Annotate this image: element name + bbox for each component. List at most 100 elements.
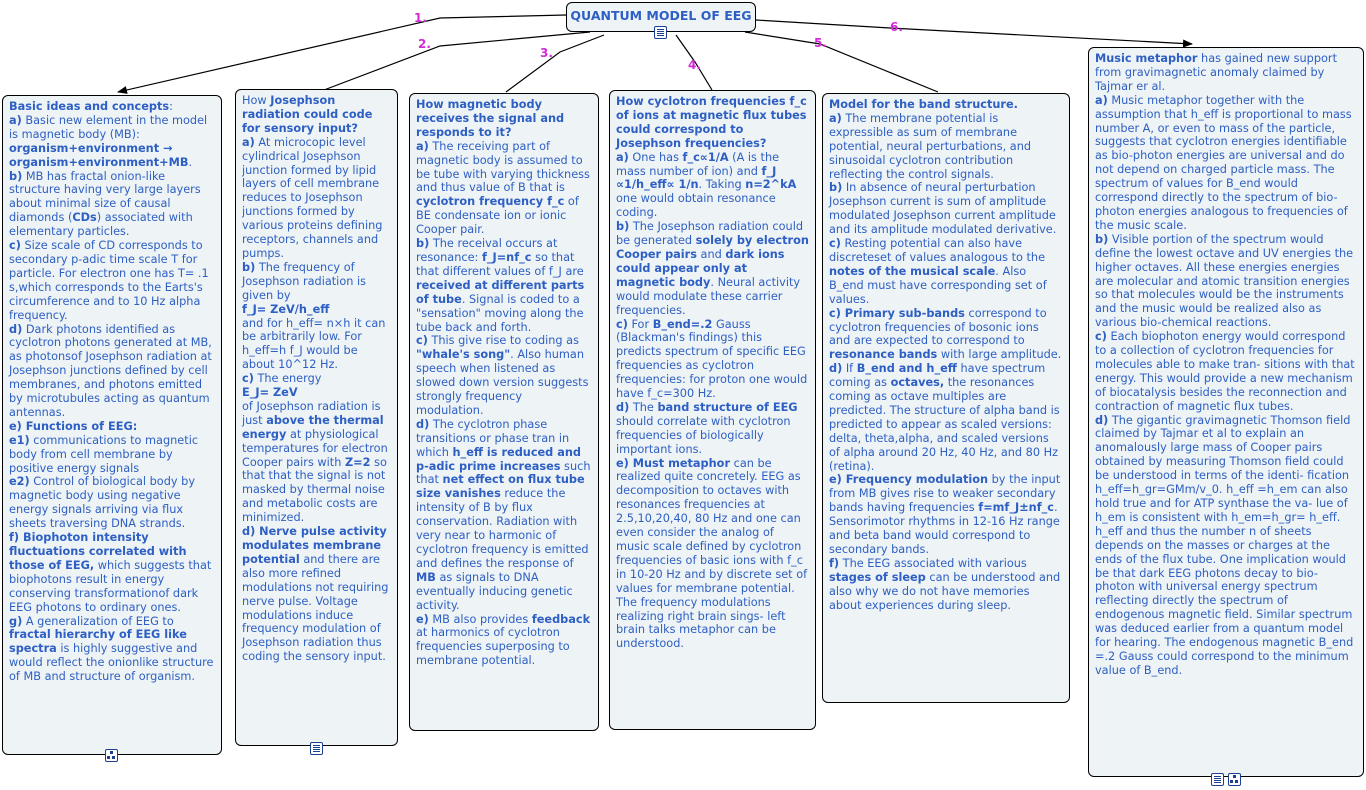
text-run: and for h_eff= n×h it can be arbitrarily…	[242, 316, 386, 372]
node-paragraph: How magnetic body receives the signal an…	[416, 98, 592, 140]
node-paragraph: E_J= ZeV	[242, 386, 391, 400]
text-run: The receival occurs at resonance:	[416, 237, 558, 264]
node-paragraph: c) Resting potential can also have discr…	[829, 237, 1063, 307]
link-label-2: 2.	[418, 37, 431, 51]
bold-text: d)	[616, 400, 630, 414]
text-run: by the input from MB gives rise to weake…	[829, 473, 1061, 515]
node-paragraph: f) The EEG associated with various stage…	[829, 557, 1063, 613]
link-label-5: 5.	[814, 36, 827, 50]
node-paragraph: d) Dark photons identified as cyclotron …	[9, 323, 215, 420]
node-paragraph: c) The energy	[242, 372, 391, 386]
node-magnetic-body[interactable]: How magnetic body receives the signal an…	[409, 93, 599, 731]
bold-text: f) Biophoton intensity fluctuations corr…	[9, 531, 187, 572]
node-paragraph: a) One has f_c∝1/A (A is the mass number…	[616, 151, 809, 221]
bold-text: b)	[416, 237, 430, 251]
document-icon[interactable]	[654, 26, 667, 39]
text-run: with large amplitude.	[937, 348, 1062, 362]
bold-text: Josephson radiation could code for senso…	[242, 94, 373, 135]
tree-icon[interactable]	[1228, 773, 1241, 786]
node-paragraph: a) Basic new element in the model is mag…	[9, 114, 215, 170]
text-run: ) associated with elementary particles.	[9, 211, 193, 239]
text-run: have spectrum coming as	[829, 362, 1046, 390]
node-paragraph: c) For B_end=.2 Gauss (Blackman's findin…	[616, 318, 809, 401]
document-icon[interactable]	[1211, 773, 1224, 786]
node-paragraph: d) The gigantic gravimagnetic Thomson fi…	[1095, 414, 1357, 678]
node-paragraph: b) The Josephson radiation could be gene…	[616, 220, 809, 317]
node-paragraph: b) In absence of neural perturbation Jos…	[829, 181, 1063, 237]
node-josephson-radiation[interactable]: How Josephson radiation could code for s…	[235, 89, 398, 746]
text-run: . Also human speech when listened as slo…	[416, 348, 589, 417]
node-paragraph: Basic ideas and concepts:	[9, 100, 215, 114]
bold-text: a)	[829, 111, 842, 125]
node-paragraph: b) The receival occurs at resonance: f_J…	[416, 237, 592, 334]
text-run: .	[188, 155, 193, 169]
node-paragraph: d) The cyclotron phase transitions or ph…	[416, 418, 592, 613]
link-3	[505, 34, 605, 93]
root-title: QUANTUM MODEL OF EEG	[570, 8, 752, 23]
text-run: and there are also more refined modulati…	[242, 552, 389, 664]
node-basic-ideas[interactable]: Basic ideas and concepts:a) Basic new el…	[2, 95, 222, 755]
bold-text: a)	[616, 150, 629, 164]
bold-text: f)	[829, 556, 840, 570]
text-run: The cyclotron phase transitions or phase…	[416, 417, 570, 459]
bold-text: a)	[9, 113, 22, 127]
text-run: Visible portion of the spectrum would de…	[1095, 232, 1354, 330]
bold-text: f_J ∝1/h_eff∝ 1/n	[616, 164, 777, 192]
bold-text: How magnetic body receives the signal an…	[416, 98, 565, 139]
bold-text: net effect on flux tube size vanishes	[416, 473, 585, 501]
bold-text: B_end=.2	[652, 317, 713, 331]
node-paragraph: d) The band structure of EEG should corr…	[616, 401, 809, 457]
bold-text: f_J=nf_c	[481, 250, 532, 264]
text-run: The gigantic gravimagnetic Thomson field…	[1095, 413, 1354, 677]
node-paragraph: b) The frequency of Josephson radiation …	[242, 261, 391, 303]
bold-text: Model for the band structure.	[829, 98, 1018, 111]
text-run: . Also B_end must have corresponding set…	[829, 264, 1047, 306]
text-run: The membrane potential is expressible as…	[829, 111, 1032, 181]
bold-text: resonance bands	[829, 348, 938, 362]
node-paragraph: d) If B_end and h_eff have spectrum comi…	[829, 362, 1063, 473]
bold-text: a)	[1095, 93, 1108, 107]
text-run: (A is the mass number of ion) and	[616, 150, 780, 178]
text-run: and	[696, 247, 726, 261]
node-paragraph: c) Size scale of CD corresponds to secon…	[9, 239, 215, 322]
node-paragraph: f_J= ZeV/h_eff	[242, 303, 391, 317]
bold-text: b)	[1095, 232, 1109, 246]
text-run: The receiving part of magnetic body is a…	[416, 139, 590, 195]
text-run: For	[627, 317, 653, 331]
document-icon[interactable]	[310, 742, 323, 755]
node-paragraph: Model for the band structure.	[829, 98, 1063, 112]
node-music-metaphor[interactable]: Music metaphor has gained new support fr…	[1088, 47, 1364, 777]
bold-text: f_J= ZeV/h_eff	[242, 302, 330, 316]
bold-text: e)	[416, 612, 429, 626]
text-run: The Josephson radiation could be generat…	[616, 220, 804, 248]
text-run: at harmonics of cyclotron frequencies su…	[416, 626, 570, 668]
tree-icon[interactable]	[105, 749, 118, 762]
bold-text: e) Frequency modulation	[829, 473, 989, 487]
text-run: so that that the signal is not masked by…	[242, 455, 387, 525]
node-paragraph: g) A generalization of EEG to fractal hi…	[9, 615, 215, 685]
node-paragraph: b) MB has fractal onion-like structure h…	[9, 170, 215, 240]
text-run: At microcopic level cylindrical Josephso…	[242, 135, 383, 260]
bold-text: E_J= ZeV	[242, 386, 298, 400]
text-run: one would obtain resonance coding.	[616, 192, 776, 220]
node-paragraph: a) The membrane potential is expressible…	[829, 112, 1063, 182]
bold-text: organism+environment → organism+environm…	[9, 141, 189, 169]
text-run: The frequency of Josephson radiation is …	[242, 260, 367, 302]
bold-text: g)	[9, 614, 23, 628]
node-band-structure[interactable]: Model for the band structure.a) The memb…	[822, 93, 1070, 703]
bold-text: fractal hierarchy of EEG like spectra	[9, 628, 187, 656]
text-run: . Signal is coded to a "sensation" movin…	[416, 292, 584, 334]
node-cyclotron-frequencies[interactable]: How cyclotron frequencies f_c of ions at…	[609, 90, 816, 730]
text-run: Dark photons identified as cyclotron pho…	[9, 322, 212, 419]
text-run: How	[242, 94, 271, 107]
node-paragraph: c) This give rise to coding as "whale's …	[416, 334, 592, 417]
link-1	[117, 14, 567, 94]
text-run: the resonances coming as octave multiple…	[829, 376, 1060, 473]
bold-text: b)	[616, 220, 630, 234]
text-run: communications to magnetic body from cel…	[9, 433, 199, 475]
bold-text: b)	[242, 260, 256, 274]
text-run: . Sensorimotor rhythms in 12-16 Hz range…	[829, 501, 1060, 556]
node-paragraph: and for h_eff= n×h it can be arbitrarily…	[242, 317, 391, 373]
text-run: A generalization of EEG to	[22, 614, 174, 628]
node-paragraph: d) Nerve pulse activity modulates membra…	[242, 525, 391, 664]
